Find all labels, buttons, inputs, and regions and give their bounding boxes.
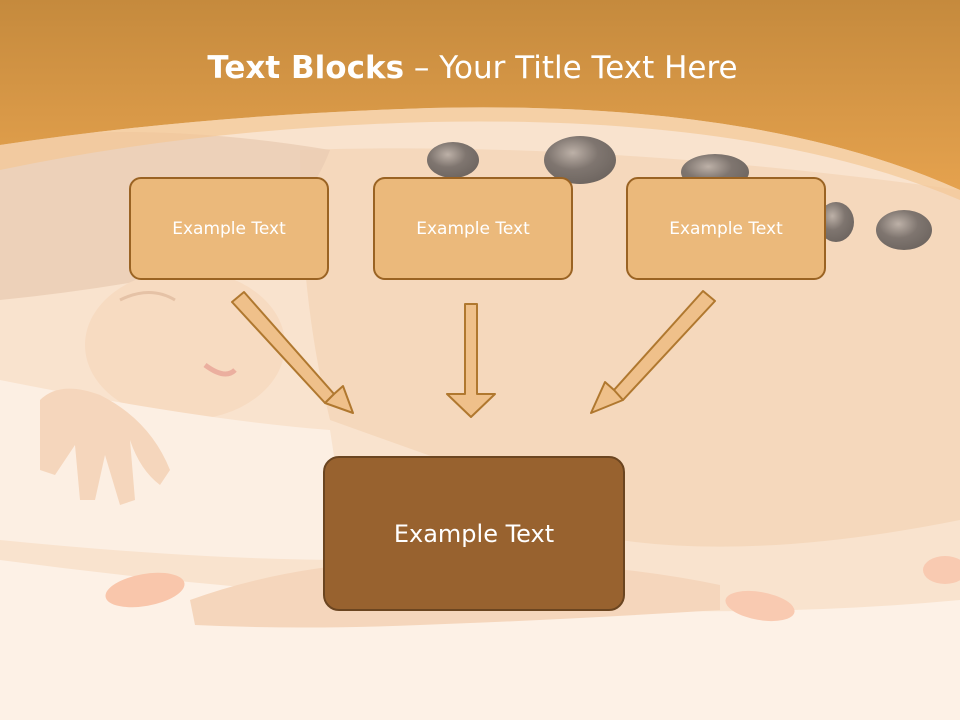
arrow-down-center — [446, 303, 496, 418]
text-block-main[interactable]: Example Text — [323, 456, 625, 611]
stone-shape — [818, 202, 854, 242]
slide-title: Text Blocks – Your Title Text Here — [0, 50, 945, 86]
face-shape — [85, 270, 285, 420]
slide-title-rest: – Your Title Text Here — [404, 50, 738, 86]
text-block-right-label: Example Text — [669, 218, 783, 239]
eye-shape — [119, 291, 176, 302]
stone-shape — [544, 136, 616, 184]
text-block-left-label: Example Text — [172, 218, 286, 239]
slide-title-bold: Text Blocks — [207, 50, 405, 86]
petal-shape — [105, 572, 185, 608]
petal-shape — [923, 556, 960, 584]
stone-shape — [876, 210, 932, 250]
arrow-diagonal-right — [231, 291, 354, 414]
text-block-main-label: Example Text — [393, 519, 555, 548]
stone-shape — [427, 142, 479, 178]
arrow-diagonal-left — [590, 290, 716, 414]
petal-shape — [725, 590, 795, 622]
hand-shape — [40, 388, 170, 505]
header-band — [0, 0, 960, 190]
text-block-center[interactable]: Example Text — [373, 177, 573, 280]
lips-shape — [203, 362, 237, 377]
header-swoosh — [0, 107, 960, 200]
text-block-center-label: Example Text — [416, 218, 530, 239]
text-block-right[interactable]: Example Text — [626, 177, 826, 280]
text-block-left[interactable]: Example Text — [129, 177, 329, 280]
